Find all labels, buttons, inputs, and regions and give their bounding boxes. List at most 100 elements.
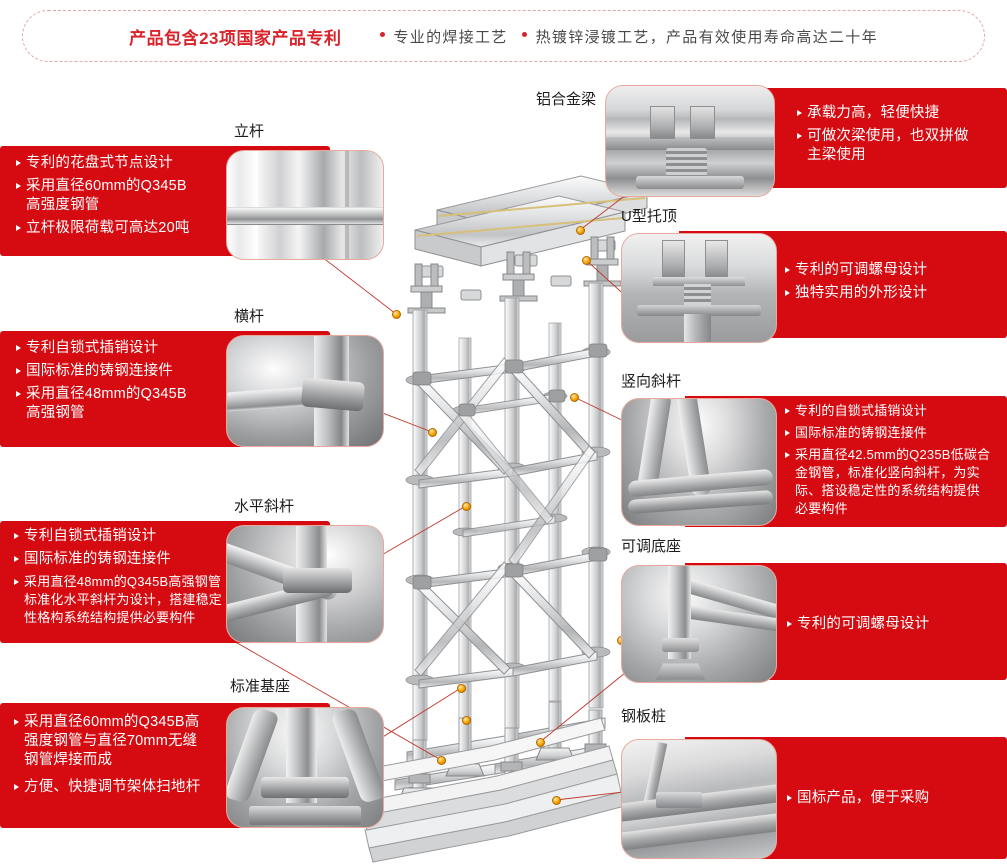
banner-content: 产品包含23项国家产品专利 专业的焊接工艺 热镀锌浸镀工艺，产品有效使用寿命高达… bbox=[129, 24, 878, 49]
bullet-text: 专利的可调螺母设计 bbox=[795, 262, 928, 278]
bullet-text: 承载力高，轻便快捷 bbox=[807, 105, 940, 121]
card-label-vertical-diagonal: 竖向斜杆 bbox=[621, 373, 682, 390]
bullet-arrow-icon bbox=[797, 133, 802, 140]
bullet-arrow-icon bbox=[14, 533, 19, 539]
card-standard-base: 标准基座 采用直径60mm的Q345B高 强度钢管与直径70mm无缝 钢管焊接而… bbox=[0, 675, 400, 830]
bullet-text: 专利的花盘式节点设计 bbox=[26, 155, 173, 171]
callout-marker bbox=[428, 428, 437, 437]
card-label-adjustable-base: 可调底座 bbox=[621, 538, 682, 555]
joint-castings bbox=[412, 343, 608, 590]
bullet-dot-icon bbox=[521, 32, 527, 37]
card-bullets: 专利的花盘式节点设计 采用直径60mm的Q345B 高强度钢管 立杆极限荷载可高… bbox=[16, 154, 236, 243]
callout-marker bbox=[392, 310, 401, 319]
bullet-text: 立杆极限荷载可高达20吨 bbox=[26, 220, 190, 237]
card-bullets: 专利自锁式插销设计 国际标准的铸钢连接件 采用直径48mm的Q345B高强钢管 … bbox=[14, 527, 240, 631]
bullet-text: 采用直径60mm的Q345B 高强度钢管 bbox=[26, 178, 187, 214]
photo-horizontal-brace-node bbox=[226, 525, 384, 643]
bullet-text: 专利自锁式插销设计 bbox=[26, 340, 159, 356]
bullet-item: 国标产品，便于采购 bbox=[787, 789, 987, 808]
card-label-horizontal-brace: 水平斜杆 bbox=[234, 498, 295, 515]
bullet-text: 国际标准的铸钢连接件 bbox=[26, 363, 173, 380]
photo-steel-sheet-pile bbox=[621, 739, 777, 859]
bullet-item: 可做次梁使用，也双拼做 主梁使用 bbox=[797, 127, 997, 165]
card-aluminium-beam: 铝合金梁 承载力高，轻便快捷 可做次梁使用，也双拼做 主梁使用 bbox=[536, 85, 1007, 208]
card-bullets: 专利的可调螺母设计 独特实用的外形设计 bbox=[785, 261, 985, 307]
callout-marker bbox=[552, 796, 561, 805]
photo-image bbox=[227, 526, 383, 642]
photo-ledger-connector bbox=[226, 335, 384, 447]
card-bullets: 专利的可调螺母设计 bbox=[787, 615, 987, 638]
callout-marker bbox=[437, 756, 446, 765]
bullet-item: 采用直径48mm的Q345B 高强钢管 bbox=[16, 385, 236, 423]
top-banner: 产品包含23项国家产品专利 专业的焊接工艺 热镀锌浸镀工艺，产品有效使用寿命高达… bbox=[22, 10, 985, 62]
photo-aluminium-beam bbox=[605, 85, 775, 197]
callout-marker bbox=[582, 256, 591, 265]
bullet-arrow-icon bbox=[14, 719, 19, 725]
bullet-text: 可做次梁使用，也双拼做 主梁使用 bbox=[807, 128, 969, 164]
callout-marker bbox=[462, 502, 471, 511]
bullet-item: 采用直径60mm的Q345B高 强度钢管与直径70mm无缝 钢管焊接而成 bbox=[14, 713, 236, 770]
card-bullets: 专利的自锁式插销设计 国际标准的铸钢连接件 采用直径42.5mm的Q235B低碳… bbox=[785, 402, 1003, 522]
photo-adjustable-base-jack bbox=[621, 565, 777, 683]
bullet-item: 独特实用的外形设计 bbox=[785, 284, 985, 303]
card-vertical-diagonal: 竖向斜杆 专利的自锁式插销设计 国际标准的铸钢连接件 采用直径42.5mm的Q2… bbox=[607, 370, 1007, 530]
card-vertical-post: 立杆 专利的花盘式节点设计 采用直径60mm的Q345B 高强度钢管 立杆极限荷… bbox=[0, 120, 400, 260]
bullet-text: 采用直径42.5mm的Q235B低碳合 金钢管，标准化竖向斜杆，为实 际、搭设稳… bbox=[795, 446, 991, 516]
bullet-item: 立杆极限荷载可高达20吨 bbox=[16, 219, 236, 238]
card-adjustable-base: 可调底座 专利的可调螺母设计 bbox=[607, 535, 1007, 683]
banner-point-2: 热镀锌浸镀工艺，产品有效使用寿命高达二十年 bbox=[535, 28, 878, 46]
bullet-item: 专利的花盘式节点设计 bbox=[16, 154, 236, 173]
bullet-arrow-icon bbox=[14, 579, 19, 586]
card-label-standard-base: 标准基座 bbox=[230, 678, 291, 695]
bullet-dot-icon bbox=[379, 32, 385, 37]
bullet-text: 专利的可调螺母设计 bbox=[797, 616, 930, 632]
banner-point-1: 专业的焊接工艺 bbox=[393, 28, 508, 46]
bullet-arrow-icon bbox=[16, 345, 21, 351]
bullet-text: 独特实用的外形设计 bbox=[795, 285, 928, 302]
card-steel-sheet-pile: 钢板桩 国标产品，便于采购 bbox=[607, 705, 1007, 859]
bullet-text: 专利自锁式插销设计 bbox=[24, 528, 157, 544]
bullet-item: 国际标准的铸钢连接件 bbox=[16, 362, 236, 381]
photo-image bbox=[227, 708, 383, 827]
bullet-arrow-icon bbox=[16, 391, 21, 398]
bullet-item: 方便、快捷调节架体扫地杆 bbox=[14, 778, 236, 797]
photo-image bbox=[622, 399, 776, 525]
photo-image bbox=[606, 86, 774, 196]
photo-vertical-diagonal-brace bbox=[621, 398, 777, 526]
bullet-item: 承载力高，轻便快捷 bbox=[797, 104, 997, 123]
bullet-arrow-icon bbox=[16, 368, 21, 375]
photo-image bbox=[622, 234, 776, 342]
bullet-text: 国际标准的铸钢连接件 bbox=[24, 551, 171, 568]
bullet-arrow-icon bbox=[16, 160, 21, 166]
bullet-text: 专利的自锁式插销设计 bbox=[795, 403, 928, 418]
bullet-arrow-icon bbox=[787, 621, 792, 627]
photo-standard-base bbox=[226, 707, 384, 828]
bullet-item: 专利自锁式插销设计 bbox=[14, 527, 240, 546]
bullet-item: 采用直径42.5mm的Q235B低碳合 金钢管，标准化竖向斜杆，为实 际、搭设稳… bbox=[785, 446, 1003, 518]
bullet-item: 国际标准的铸钢连接件 bbox=[14, 550, 240, 569]
photo-vertical-post-rosette bbox=[226, 150, 384, 260]
bullet-arrow-icon bbox=[16, 183, 21, 190]
bullet-arrow-icon bbox=[797, 110, 802, 116]
photo-u-head-jack bbox=[621, 233, 777, 343]
bullet-arrow-icon bbox=[785, 290, 790, 297]
bullet-text: 国际标准的铸钢连接件 bbox=[795, 424, 928, 440]
bullet-arrow-icon bbox=[785, 267, 790, 273]
banner-title: 产品包含23项国家产品专利 bbox=[129, 28, 342, 48]
bullet-item: 采用直径48mm的Q345B高强钢管 标准化水平斜杆为设计，搭建稳定 性格构系统… bbox=[14, 573, 240, 627]
card-ledger: 横杆 专利自锁式插销设计 国际标准的铸钢连接件 采用直径48mm的Q345B 高… bbox=[0, 305, 400, 447]
card-u-head: U型托顶 专利的可调螺母设计 独特实用的外形设计 bbox=[607, 205, 1007, 343]
callout-marker bbox=[462, 716, 471, 725]
bullet-text: 采用直径48mm的Q345B高强钢管 标准化水平斜杆为设计，搭建稳定 性格构系统… bbox=[24, 574, 223, 626]
bullet-item: 专利的自锁式插销设计 bbox=[785, 402, 1003, 420]
card-bullets: 承载力高，轻便快捷 可做次梁使用，也双拼做 主梁使用 bbox=[797, 104, 997, 169]
card-label-steel-sheet-pile: 钢板桩 bbox=[621, 708, 667, 725]
photo-image bbox=[227, 151, 383, 259]
card-label-ledger: 横杆 bbox=[234, 308, 265, 325]
bullet-arrow-icon bbox=[785, 429, 790, 436]
bullet-text: 方便、快捷调节架体扫地杆 bbox=[24, 779, 201, 796]
bullet-arrow-icon bbox=[14, 784, 19, 791]
card-label-u-head: U型托顶 bbox=[621, 208, 677, 225]
card-bullets: 国标产品，便于采购 bbox=[787, 789, 987, 812]
